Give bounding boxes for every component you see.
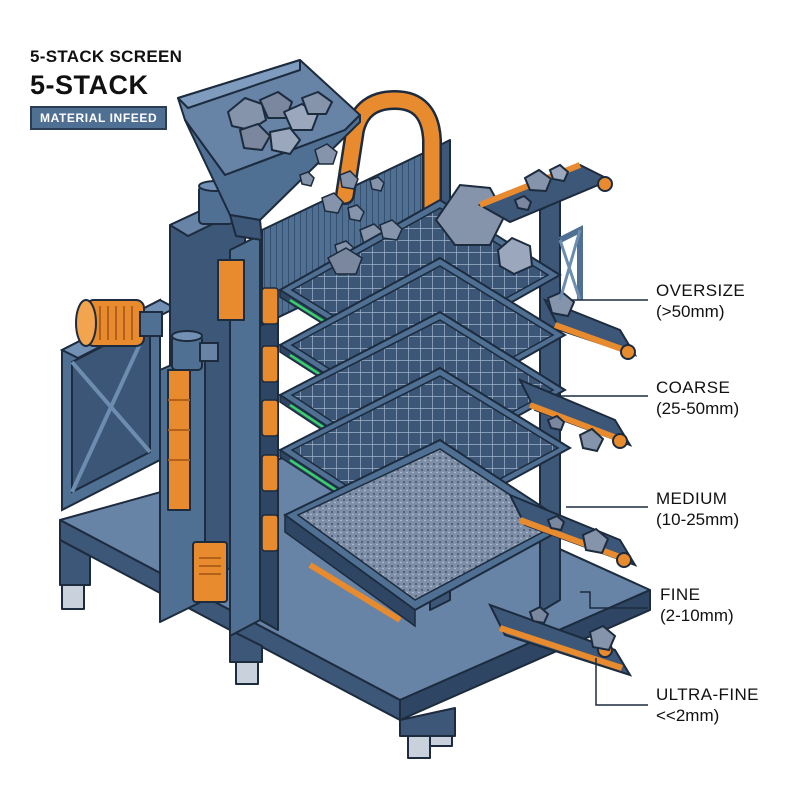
leader-lines	[560, 299, 648, 706]
conveyor-medium	[507, 493, 638, 568]
diagram-title: 5-STACK	[30, 70, 149, 100]
right-truss	[558, 225, 583, 301]
deck-ultra-fine	[283, 438, 572, 628]
label-ultra-fine-range: <<2mm)	[656, 706, 720, 725]
label-coarse: COARSE (25-50mm)	[656, 377, 739, 419]
label-fine-range: (2-10mm)	[660, 606, 734, 625]
deck-brackets	[261, 287, 279, 552]
label-coarse-name: COARSE	[656, 378, 731, 397]
label-medium: MEDIUM (10-25mm)	[656, 488, 739, 530]
diagram-subtitle: 5-STACK SCREEN	[30, 47, 183, 66]
label-ultra-fine-name: ULTRA-FINE	[656, 685, 759, 704]
label-oversize: OVERSIZE (>50mm)	[656, 280, 745, 322]
label-oversize-name: OVERSIZE	[656, 281, 746, 300]
conveyor-oversize	[542, 290, 638, 360]
label-fine: FINE (2-10mm)	[660, 584, 734, 626]
conveyor-top	[477, 162, 613, 224]
drive-motor-icon	[75, 299, 163, 347]
infeed-hopper-icon	[177, 59, 361, 241]
label-coarse-range: (25-50mm)	[656, 399, 740, 418]
label-fine-name: FINE	[660, 585, 701, 604]
label-ultra-fine: ULTRA-FINE <<2mm)	[656, 684, 759, 726]
material-infeed-badge: MATERIAL INFEED	[30, 106, 168, 130]
conveyor-fine	[487, 603, 633, 677]
label-medium-range: (10-25mm)	[656, 510, 740, 529]
conveyor-coarse	[517, 378, 633, 453]
label-medium-name: MEDIUM	[656, 489, 728, 508]
label-oversize-range: (>50mm)	[656, 302, 725, 321]
